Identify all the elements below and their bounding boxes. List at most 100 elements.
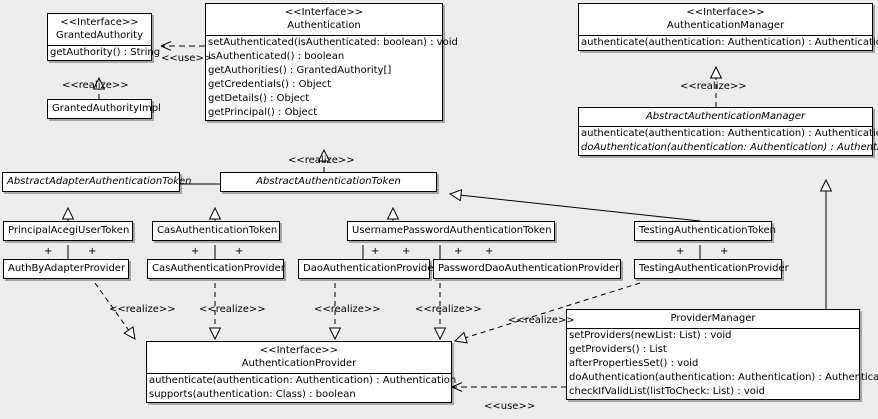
multiplicity-plus: + xyxy=(191,246,200,257)
method: authenticate(authentication: Authenticat… xyxy=(581,128,878,139)
class-name: AbstractAuthenticationManager xyxy=(645,111,806,122)
label-use-provider-manager: <<use>> xyxy=(484,401,536,412)
class-testing-authentication-token[interactable]: TestingAuthenticationToken xyxy=(634,221,777,241)
class-header: AbstractAuthenticationToken xyxy=(221,173,436,191)
method: supports(authentication: Class) : boolea… xyxy=(149,389,356,400)
method: getProviders() : List xyxy=(569,344,667,355)
class-header: PasswordDaoAuthenticationProvider xyxy=(434,260,620,278)
class-header: AuthByAdapterProvider xyxy=(4,260,128,278)
class-header: <<Interface>> AuthenticationManager xyxy=(579,4,872,35)
method: getDetails() : Object xyxy=(208,93,310,104)
class-name: CasAuthenticationToken xyxy=(157,225,278,236)
class-username-password-authentication-token[interactable]: UsernamePasswordAuthenticationToken xyxy=(347,221,555,241)
method: getPrincipal() : Object xyxy=(208,107,318,118)
class-name: UsernamePasswordAuthenticationToken xyxy=(352,225,552,236)
class-header: <<Interface>> GrantedAuthority xyxy=(48,14,151,45)
method: getCredentials() : Object xyxy=(208,79,332,90)
class-granted-authority[interactable]: <<Interface>> GrantedAuthority getAuthor… xyxy=(47,13,161,61)
class-header: GrantedAuthorityImpl xyxy=(48,100,161,118)
method-compartment: authenticate(authentication: Authenticat… xyxy=(579,126,878,155)
method: setProviders(newList: List) : void xyxy=(569,330,732,341)
multiplicity-plus: + xyxy=(371,246,380,257)
class-cas-authentication-provider[interactable]: CasAuthenticationProvider xyxy=(147,259,285,279)
class-name: PrincipalAcegiUserToken xyxy=(8,225,130,236)
method-compartment: setAuthenticated(isAuthenticated: boolea… xyxy=(206,35,458,120)
class-header: <<Interface>> AuthenticationProvider xyxy=(147,342,451,373)
class-authentication-provider[interactable]: <<Interface>> AuthenticationProvider aut… xyxy=(146,341,457,403)
class-name: Authentication xyxy=(287,20,361,31)
label-realize-granted-authority-impl: <<realize>> xyxy=(62,80,129,91)
stereotype: <<Interface>> xyxy=(284,7,364,18)
method: isAuthenticated() : boolean xyxy=(208,51,345,62)
class-testing-authentication-provider[interactable]: TestingAuthenticationProvider xyxy=(634,259,789,279)
class-name: GrantedAuthorityImpl xyxy=(52,103,161,114)
multiplicity-plus: + xyxy=(676,246,685,257)
class-abstract-authentication-token[interactable]: AbstractAuthenticationToken xyxy=(220,172,437,192)
class-authentication-manager[interactable]: <<Interface>> AuthenticationManager auth… xyxy=(578,3,878,51)
class-header: ProviderManager xyxy=(567,310,859,328)
class-header: AbstractAdapterAuthenticationToken xyxy=(3,173,192,191)
stereotype: <<Interface>> xyxy=(686,7,765,18)
class-authentication[interactable]: <<Interface>> Authentication setAuthenti… xyxy=(205,3,458,121)
method: afterPropertiesSet() : void xyxy=(569,358,699,369)
label-use-granted-authority: <<use>> xyxy=(161,53,213,64)
class-name: GrantedAuthority xyxy=(55,30,144,41)
class-header: TestingAuthenticationToken xyxy=(635,222,777,240)
class-dao-authentication-provider[interactable]: DaoAuthenticationProvider xyxy=(298,259,438,279)
method-compartment: authenticate(authentication: Authenticat… xyxy=(147,373,457,402)
method: authenticate(authentication: Authenticat… xyxy=(581,37,878,48)
class-abstract-adapter-authentication-token[interactable]: AbstractAdapterAuthenticationToken xyxy=(2,172,192,192)
label-realize-abstract-authentication-token: <<realize>> xyxy=(288,155,355,166)
class-name: AuthByAdapterProvider xyxy=(8,263,126,274)
method-compartment: authenticate(authentication: Authenticat… xyxy=(579,35,878,50)
class-header: CasAuthenticationToken xyxy=(153,222,279,240)
label-realize-auth-by-adapter: <<realize>> xyxy=(109,304,176,315)
class-header: UsernamePasswordAuthenticationToken xyxy=(348,222,554,240)
stereotype: <<Interface>> xyxy=(259,345,339,356)
method: getAuthority() : String xyxy=(50,47,161,58)
class-name: TestingAuthenticationToken xyxy=(639,225,777,236)
class-header: DaoAuthenticationProvider xyxy=(299,260,438,278)
multiplicity-plus: + xyxy=(88,246,97,257)
multiplicity-plus: + xyxy=(402,246,411,257)
multiplicity-plus: + xyxy=(235,246,244,257)
class-auth-by-adapter-provider[interactable]: AuthByAdapterProvider xyxy=(3,259,129,279)
class-header: AbstractAuthenticationManager xyxy=(579,108,872,126)
label-realize-password-dao-provider: <<realize>> xyxy=(415,304,482,315)
method: doAuthentication(authentication: Authent… xyxy=(569,372,878,383)
class-header: CasAuthenticationProvider xyxy=(148,260,285,278)
multiplicity-plus: + xyxy=(454,246,463,257)
method: doAuthentication(authentication: Authent… xyxy=(581,142,878,153)
class-name: AbstractAdapterAuthenticationToken xyxy=(7,176,192,187)
class-abstract-authentication-manager[interactable]: AbstractAuthenticationManager authentica… xyxy=(578,107,878,156)
label-realize-cas-provider: <<realize>> xyxy=(199,304,266,315)
method: checkIfValidList(listToCheck: List) : vo… xyxy=(569,386,766,397)
class-principal-acegi-user-token[interactable]: PrincipalAcegiUserToken xyxy=(3,221,133,241)
class-provider-manager[interactable]: ProviderManager setProviders(newList: Li… xyxy=(566,309,878,400)
class-header: <<Interface>> Authentication xyxy=(206,4,442,35)
class-name: AbstractAuthenticationToken xyxy=(256,176,401,187)
class-name: AuthenticationProvider xyxy=(241,358,357,369)
class-header: TestingAuthenticationProvider xyxy=(635,260,789,278)
class-name: PasswordDaoAuthenticationProvider xyxy=(438,263,620,274)
stereotype: <<Interface>> xyxy=(60,17,139,28)
multiplicity-plus: + xyxy=(485,246,494,257)
class-header: PrincipalAcegiUserToken xyxy=(4,222,132,240)
multiplicity-plus: + xyxy=(720,246,729,257)
class-name: DaoAuthenticationProvider xyxy=(303,263,438,274)
class-name: AuthenticationManager xyxy=(666,20,785,31)
class-granted-authority-impl[interactable]: GrantedAuthorityImpl xyxy=(47,99,161,119)
class-cas-authentication-token[interactable]: CasAuthenticationToken xyxy=(152,221,280,241)
method-compartment: getAuthority() : String xyxy=(48,45,161,60)
label-realize-testing-provider: <<realize>> xyxy=(508,315,575,326)
method: getAuthorities() : GrantedAuthority[] xyxy=(208,65,392,76)
method: authenticate(authentication: Authenticat… xyxy=(149,375,457,386)
class-name: ProviderManager xyxy=(670,313,756,324)
multiplicity-plus: + xyxy=(44,246,53,257)
method: setAuthenticated(isAuthenticated: boolea… xyxy=(208,37,458,48)
method-compartment: setProviders(newList: List) : void getPr… xyxy=(567,328,878,399)
class-name: TestingAuthenticationProvider xyxy=(639,263,789,274)
label-realize-abstract-authentication-manager: <<realize>> xyxy=(680,81,747,92)
class-password-dao-authentication-provider[interactable]: PasswordDaoAuthenticationProvider xyxy=(433,259,621,279)
